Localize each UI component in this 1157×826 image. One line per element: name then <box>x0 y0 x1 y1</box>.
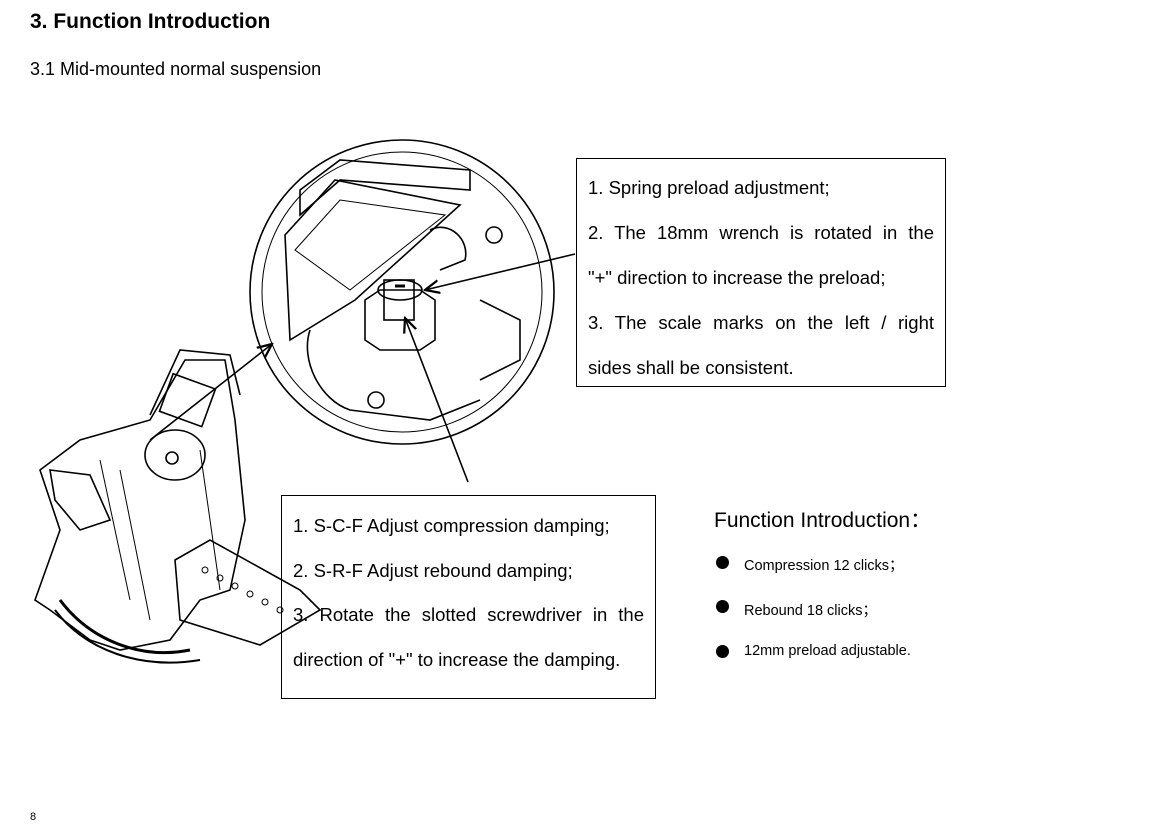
function-intro-heading: Function Introduction： <box>714 509 932 532</box>
page-heading: 3. Function Introduction <box>30 10 271 33</box>
bullet-icon <box>716 556 729 569</box>
damping-callout-box: 1. S-C-F Adjust compression damping; 2. … <box>281 495 656 699</box>
scooter-drawing <box>34 349 322 664</box>
callout-line: "+" direction to increase the preload; <box>588 267 886 288</box>
feature-item: Compression 12 clicks； <box>744 558 904 574</box>
damping-pointer <box>405 318 469 483</box>
preload-callout-box: 1. Spring preload adjustment; 2. The 18m… <box>576 158 946 387</box>
callout-line: sides shall be consistent. <box>588 357 794 378</box>
callout-line: 3. Rotate the slotted screwdriver in the <box>293 604 644 625</box>
callout-line: 2. S-R-F Adjust rebound damping; <box>293 560 573 581</box>
section-subheading: 3.1 Mid-mounted normal suspension <box>30 59 322 79</box>
callout-line: 1. S-C-F Adjust compression damping; <box>293 515 610 536</box>
feature-item: Rebound 18 clicks； <box>744 603 877 619</box>
callout-line: 2. The 18mm wrench is rotated in the <box>588 222 934 243</box>
callout-line: 3. The scale marks on the left / right <box>588 312 934 333</box>
zoom-arrow <box>149 344 272 441</box>
feature-item: 12mm preload adjustable. <box>744 643 911 659</box>
bullet-icon <box>716 645 729 658</box>
preload-pointer <box>425 253 576 290</box>
callout-line: 1. Spring preload adjustment; <box>588 177 830 198</box>
bullet-icon <box>716 600 729 613</box>
page-number: 8 <box>30 811 37 823</box>
callout-line: direction of "+" to increase the damping… <box>293 649 621 670</box>
magnified-detail <box>249 139 555 445</box>
